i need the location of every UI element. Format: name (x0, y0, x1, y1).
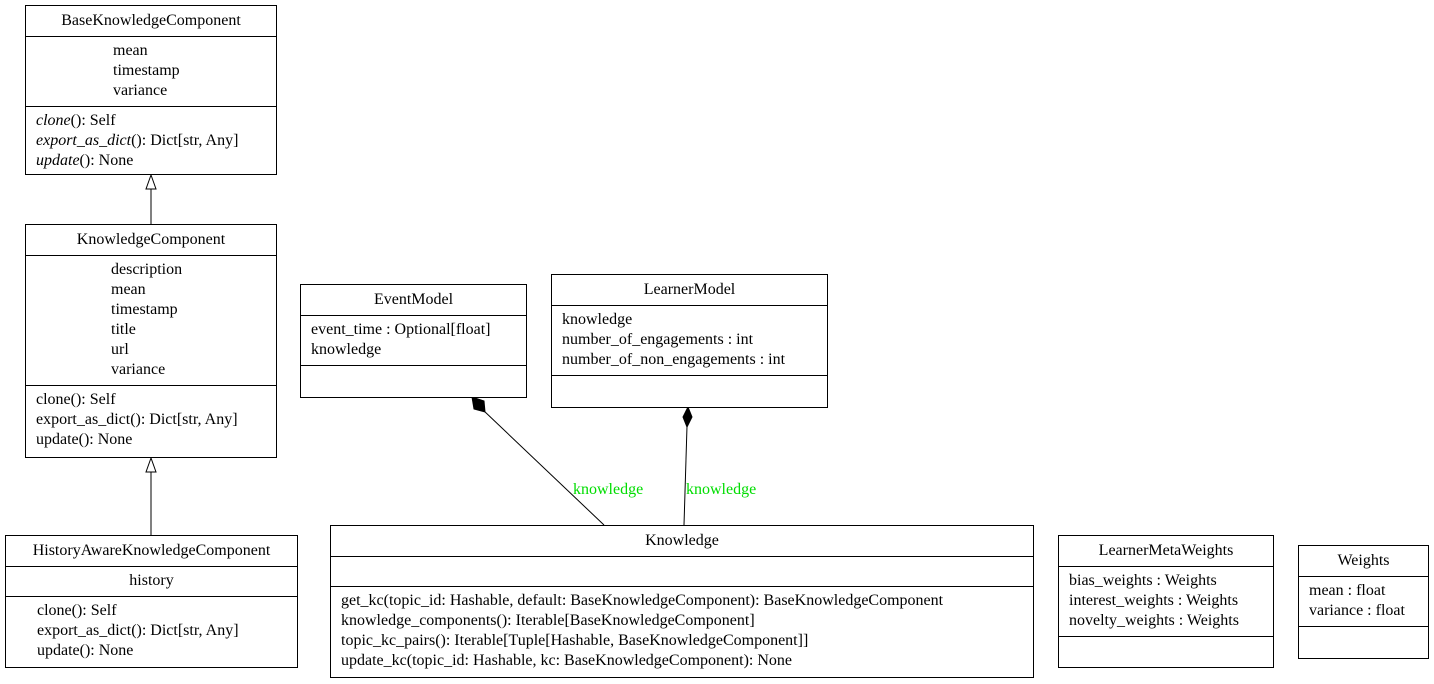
class-name: LearnerModel (643, 281, 736, 298)
attributes-section: bias_weights : Weights interest_weights … (1059, 566, 1273, 636)
attribute: number_of_engagements : int (562, 331, 754, 348)
class-base-knowledge-component[interactable]: BaseKnowledgeComponent mean timestamp va… (25, 5, 277, 175)
methods-section-empty (1059, 636, 1273, 666)
method: export_as_dict(): Dict[str, Any] (37, 622, 239, 639)
attributes-section: description mean timestamp title url var… (26, 255, 276, 385)
method: knowledge_components(): Iterable[BaseKno… (341, 612, 755, 629)
method: export_as_dict(): Dict[str, Any] (36, 411, 238, 428)
class-name: EventModel (373, 291, 454, 308)
attribute: title (111, 321, 136, 338)
attributes-section: knowledge number_of_engagements : int nu… (552, 305, 827, 375)
method: clone(): Self (37, 602, 117, 619)
method: export_as_dict(): Dict[str, Any] (36, 131, 266, 151)
attribute: mean (113, 42, 148, 59)
methods-section: get_kc(topic_id: Hashable, default: Base… (331, 586, 1033, 676)
methods-section-empty (1299, 626, 1428, 655)
method: clone(): Self (36, 391, 116, 408)
attribute: variance : float (1309, 602, 1405, 619)
attribute: timestamp (113, 62, 180, 79)
attribute: bias_weights : Weights (1069, 572, 1217, 589)
method: update(): None (37, 642, 134, 659)
method-signature: (): None (79, 152, 134, 169)
class-name: Knowledge (645, 532, 719, 549)
attributes-section: mean timestamp variance (26, 36, 276, 106)
methods-section: clone(): Self export_as_dict(): Dict[str… (6, 596, 297, 666)
attributes-section: history (6, 566, 297, 596)
attribute: variance (111, 361, 166, 378)
method-signature: (): Dict[str, Any] (131, 132, 239, 149)
abstract-method-name: clone (36, 112, 71, 129)
attribute: mean (111, 281, 146, 298)
attribute: description (111, 261, 183, 278)
method: topic_kc_pairs(): Iterable[Tuple[Hashabl… (341, 632, 809, 649)
attributes-section: event_time : Optional[float] knowledge (301, 315, 526, 365)
attribute: number_of_non_engagements : int (562, 351, 786, 368)
attribute: history (129, 572, 174, 589)
class-weights[interactable]: Weights mean : float variance : float (1298, 545, 1429, 659)
inheritance-arrowhead-base (145, 173, 157, 190)
attribute: interest_weights : Weights (1069, 592, 1239, 609)
class-learner-meta-weights[interactable]: LearnerMetaWeights bias_weights : Weight… (1058, 535, 1274, 668)
methods-section: clone(): Self export_as_dict(): Dict[str… (26, 385, 276, 455)
abstract-method-name: export_as_dict (36, 132, 132, 149)
method: update_kc(topic_id: Hashable, kc: BaseKn… (341, 652, 792, 669)
attributes-section: mean : float variance : float (1299, 576, 1428, 626)
method: get_kc(topic_id: Hashable, default: Base… (341, 592, 944, 609)
attribute: knowledge (562, 311, 633, 328)
composition-edge-learner-knowledge (683, 425, 688, 526)
class-name: KnowledgeComponent (76, 231, 226, 248)
composition-diamond-event (471, 396, 486, 413)
method: update(): None (36, 151, 266, 171)
method-signature: (): Self (70, 112, 116, 129)
relation-label-learner-knowledge: knowledge (686, 481, 757, 498)
attribute: timestamp (111, 301, 178, 318)
inheritance-arrowhead-kc (145, 456, 157, 473)
class-history-aware-knowledge-component[interactable]: HistoryAwareKnowledgeComponent history c… (5, 535, 298, 668)
relation-label-event-knowledge: knowledge (573, 481, 644, 498)
methods-section: clone(): Self export_as_dict(): Dict[str… (26, 106, 276, 176)
class-name: BaseKnowledgeComponent (61, 12, 241, 29)
attribute: variance (113, 82, 168, 99)
class-name: HistoryAwareKnowledgeComponent (32, 542, 271, 559)
class-name: LearnerMetaWeights (1098, 542, 1234, 559)
method: update(): None (36, 431, 133, 448)
class-knowledge[interactable]: Knowledge get_kc(topic_id: Hashable, def… (330, 525, 1034, 678)
attribute: novelty_weights : Weights (1069, 612, 1239, 629)
methods-section-empty (552, 375, 827, 405)
methods-section-empty (301, 365, 526, 395)
method: clone(): Self (36, 111, 266, 131)
attribute: event_time : Optional[float] (311, 321, 491, 338)
class-name: Weights (1337, 552, 1390, 569)
attribute: url (111, 341, 129, 358)
composition-diamond-learner (682, 405, 693, 429)
class-event-model[interactable]: EventModel event_time : Optional[float] … (300, 284, 527, 398)
attributes-section-empty (331, 556, 1033, 586)
class-learner-model[interactable]: LearnerModel knowledge number_of_engagem… (551, 274, 828, 408)
attribute: knowledge (311, 341, 382, 358)
class-knowledge-component[interactable]: KnowledgeComponent description mean time… (25, 224, 277, 458)
attribute: mean : float (1309, 582, 1386, 599)
composition-edge-event-knowledge (482, 409, 605, 526)
abstract-method-name: update (36, 152, 80, 169)
